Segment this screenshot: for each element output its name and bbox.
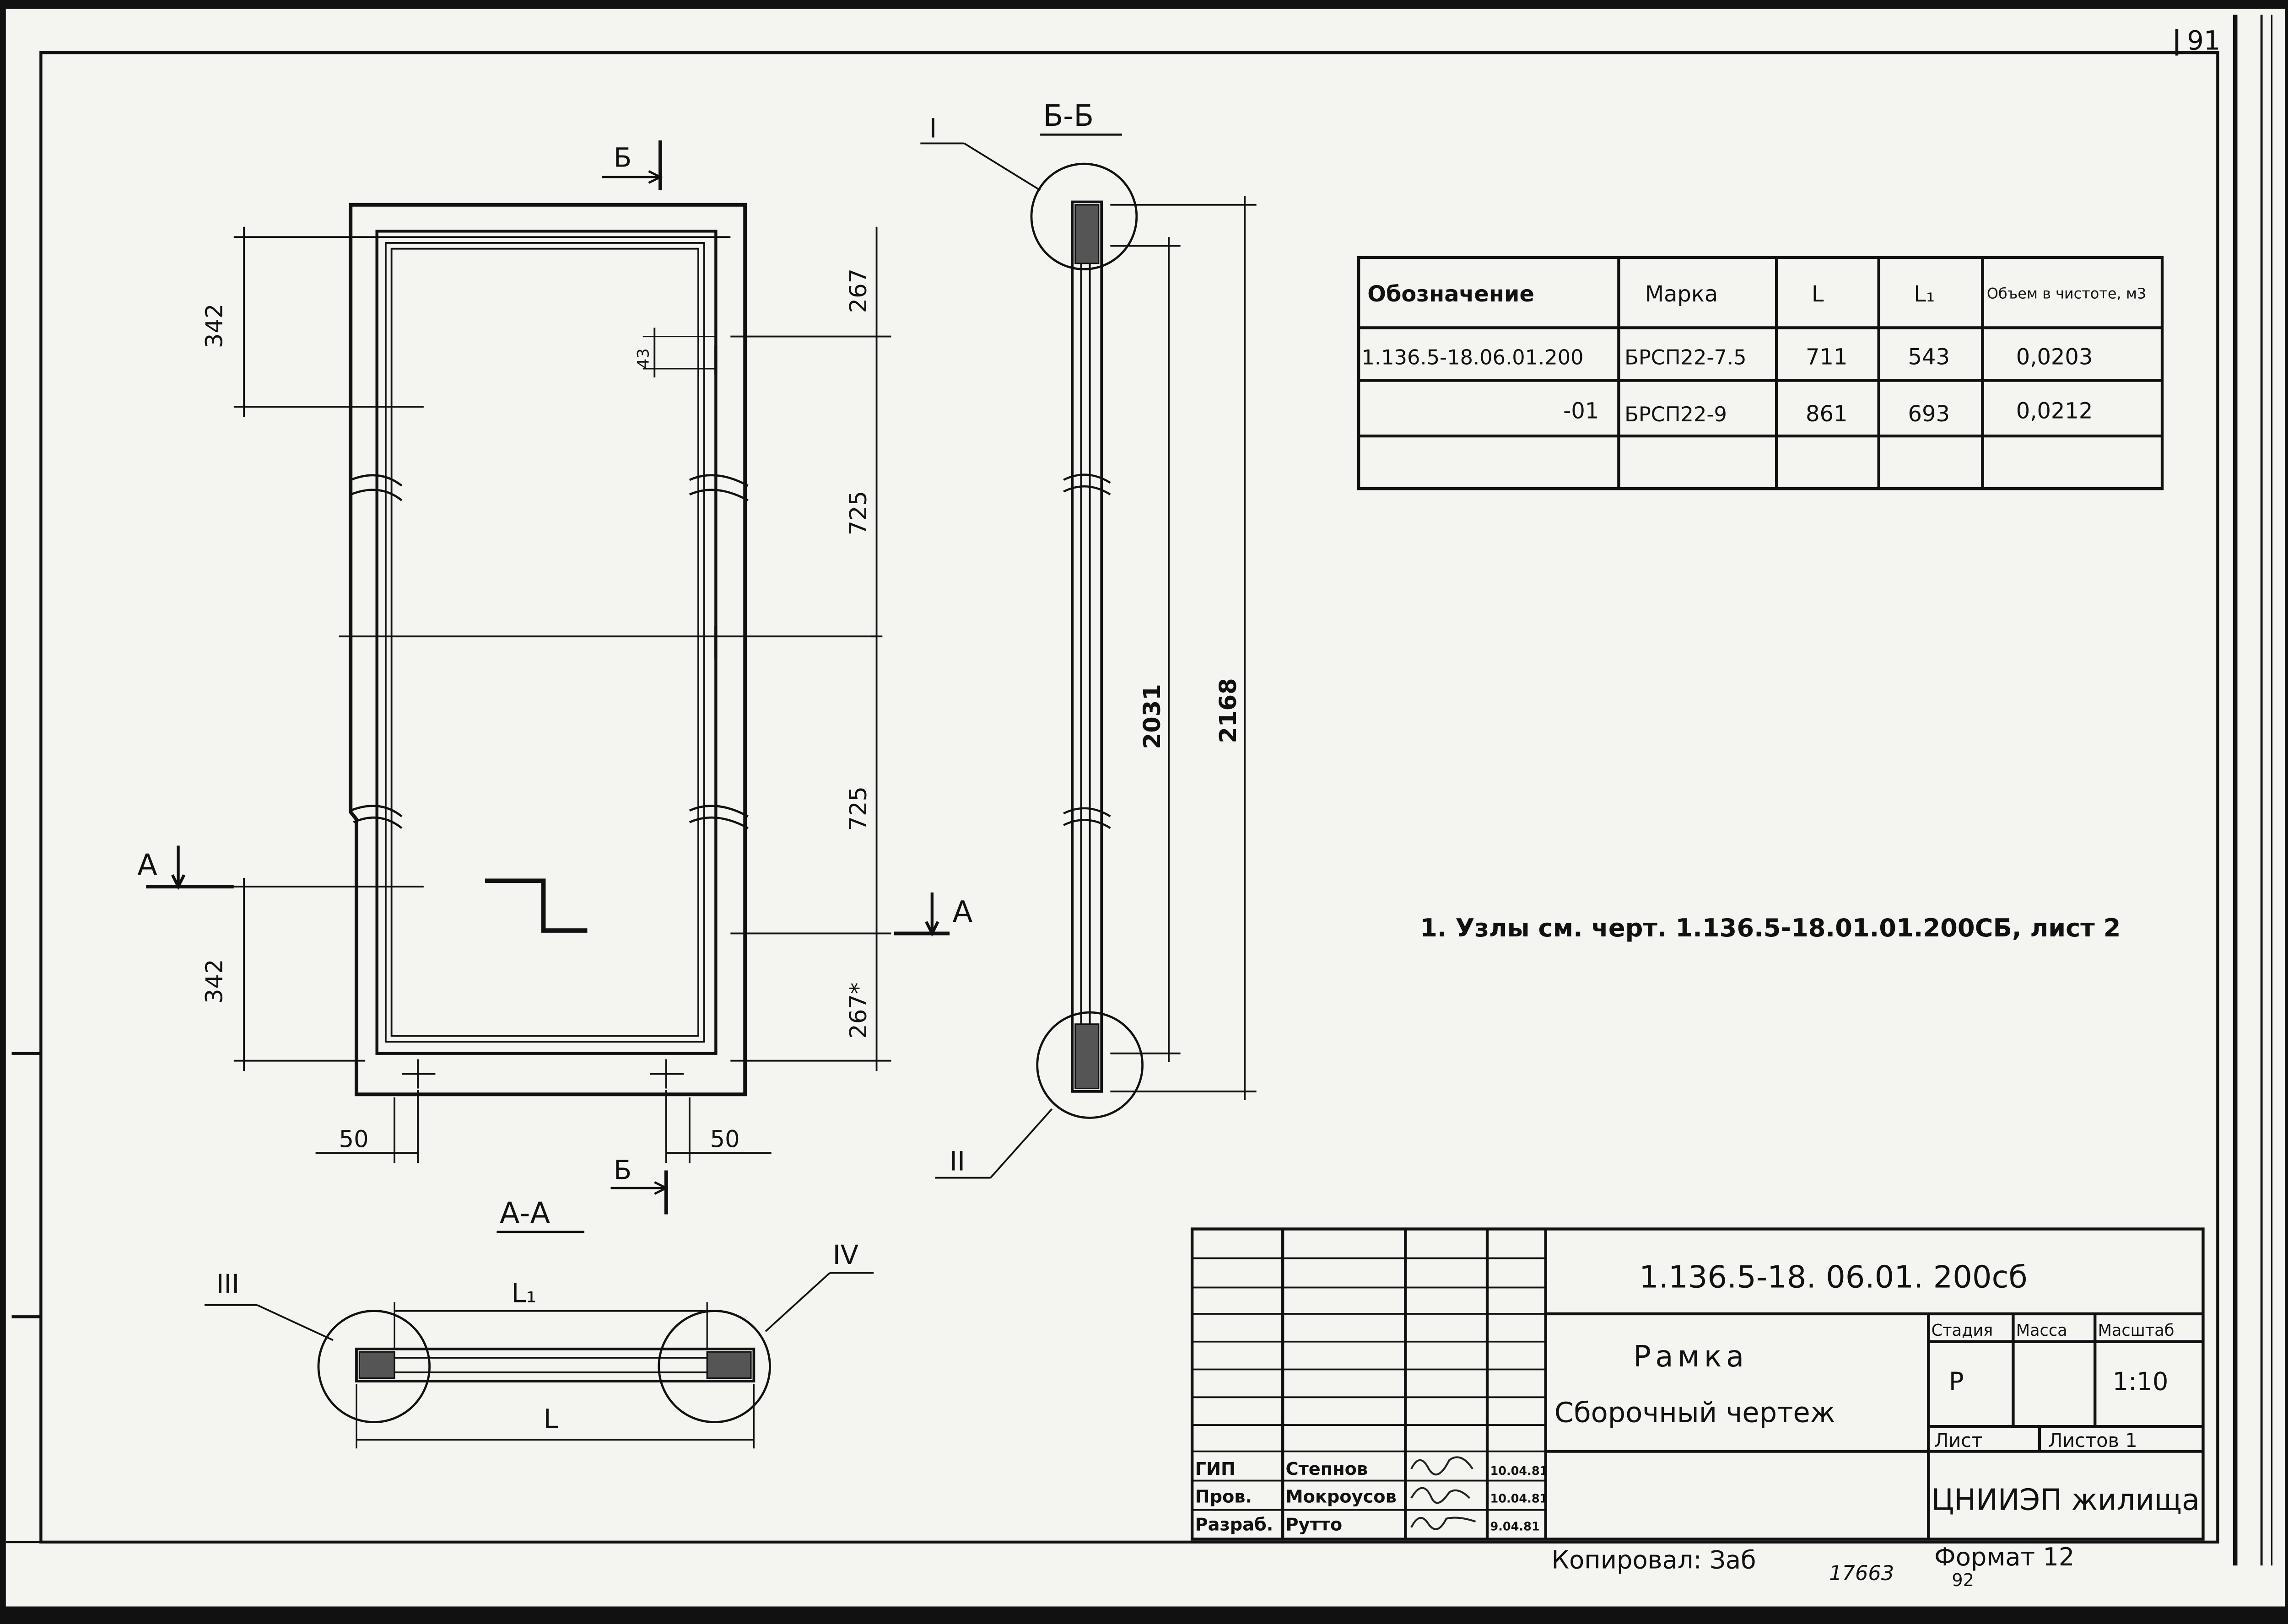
spec-cell-0-0: 1.136.5-18.06.01.200 <box>1362 345 1584 369</box>
sheet-frame <box>39 51 2219 1544</box>
spec-cell-0-4: 0,0203 <box>2016 344 2093 370</box>
dim-50-left: 50 <box>339 1126 369 1153</box>
organization: ЦНИИЭП жилища <box>1932 1483 2200 1517</box>
node-2-label: II <box>950 1146 965 1177</box>
staff-name-1: Мокроусов <box>1285 1487 1396 1507</box>
spec-cell-1-3: 693 <box>1908 402 1950 427</box>
spec-cell-1-0: -01 <box>1563 399 1599 424</box>
spec-cell-1-4: 0,0212 <box>2016 399 2093 424</box>
mass-header: Масса <box>2016 1321 2067 1340</box>
scale-value: 1:10 <box>2113 1367 2169 1396</box>
sheet-number: 91 <box>2187 26 2220 56</box>
copied-by: Копировал: Заб <box>1552 1545 1756 1574</box>
title-block <box>1190 1227 2205 1541</box>
staff-role-1: Пров. <box>1195 1487 1252 1507</box>
cut-b-bottom-label: Б <box>614 1155 631 1186</box>
dim-43: 43 <box>634 348 653 369</box>
spec-header-l1: L₁ <box>1914 282 1935 307</box>
format-label: Формат 12 <box>1934 1543 2074 1571</box>
drawing-title: Рамка <box>1633 1340 1748 1374</box>
staff-role-2: Разраб. <box>1195 1514 1274 1535</box>
dim-l1: L₁ <box>511 1278 536 1308</box>
cut-a-right-label: А <box>953 895 973 929</box>
section-bb-view <box>920 133 1257 1179</box>
spec-cell-0-1: БРСП22-7.5 <box>1624 345 1746 369</box>
staff-name-2: Рутто <box>1285 1514 1342 1535</box>
spec-header-l: L <box>1812 282 1824 307</box>
cut-b-top-label: Б <box>614 143 631 173</box>
staff-date-2: 9.04.81 <box>1490 1520 1539 1533</box>
spec-cell-0-3: 543 <box>1908 344 1950 370</box>
dim-725-upper: 725 <box>845 491 872 536</box>
signatures <box>1410 1456 1476 1530</box>
order-number: 17663 <box>1829 1561 1894 1585</box>
frame-front-view <box>339 203 877 1097</box>
dim-267-bottom: 267* <box>845 983 872 1039</box>
dim-342-top: 342 <box>201 304 228 349</box>
paper <box>5 9 2285 1607</box>
drawing-subtitle: Сборочный чертеж <box>1554 1397 1835 1429</box>
dim-725-lower: 725 <box>845 786 872 831</box>
dim-342-bottom: 342 <box>201 959 228 1004</box>
dim-267-top: 267 <box>845 269 872 313</box>
sheets-label: Листов 1 <box>2048 1429 2137 1452</box>
dim-2031: 2031 <box>1139 684 1166 749</box>
spec-cell-0-2: 711 <box>1806 344 1847 370</box>
section-aa-view <box>204 1231 874 1449</box>
drawing-code: 1.136.5-18. 06.01. 200сб <box>1639 1259 2028 1295</box>
staff-date-0: 10.04.81 <box>1490 1464 1548 1478</box>
node-4-label: IV <box>833 1240 858 1270</box>
sheet-label: Лист <box>1934 1429 1982 1452</box>
staff-name-0: Степнов <box>1285 1459 1368 1479</box>
node-1-label: I <box>929 113 937 144</box>
section-bb-title: Б-Б <box>1043 99 1094 133</box>
staff-role-0: ГИП <box>1195 1459 1236 1479</box>
dim-50-right: 50 <box>710 1126 740 1153</box>
spec-header-designation: Обозначение <box>1367 282 1534 307</box>
node-3-label: III <box>216 1269 240 1300</box>
drawing-note: 1. Узлы см. черт. 1.136.5-18.01.01.200СБ… <box>1420 914 2121 942</box>
stage-header: Стадия <box>1932 1321 1993 1340</box>
spec-cell-1-2: 861 <box>1806 402 1847 427</box>
dim-2168: 2168 <box>1215 678 1242 743</box>
spec-header-mark: Марка <box>1645 282 1718 307</box>
stage-value: Р <box>1949 1367 1964 1396</box>
spec-table <box>1357 256 2164 490</box>
format-sub: 92 <box>1952 1570 1974 1591</box>
spec-header-volume: Объем в чистоте, м3 <box>1987 285 2146 302</box>
scale-header: Масштаб <box>2098 1321 2175 1340</box>
section-aa-title: А-А <box>500 1197 550 1231</box>
front-dimensions <box>146 140 950 1215</box>
staff-date-1: 10.04.81 <box>1490 1492 1548 1506</box>
cut-a-left-label: А <box>137 848 157 882</box>
dim-l: L <box>544 1404 558 1434</box>
spec-cell-1-1: БРСП22-9 <box>1624 402 1727 426</box>
